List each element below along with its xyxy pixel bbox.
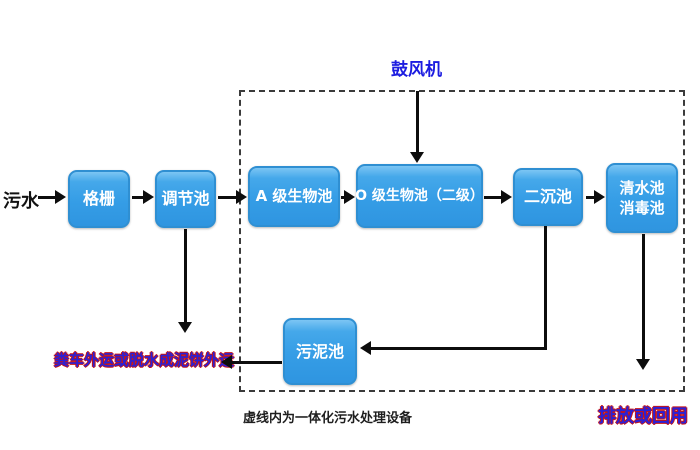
secondary-sedimentation-label: 二沉池: [523, 187, 572, 207]
process-box-o-bio-tank: O 级生物池（二级）: [355, 164, 484, 228]
arrowhead-regulating-down: [178, 322, 192, 333]
process-box-regulating-tank: 调节池: [155, 170, 216, 228]
blower-label: 鼓风机: [391, 60, 442, 80]
arrow-a-bio-to-o-bio: [341, 196, 345, 199]
arrow-secondary-to-sludge-vertical: [544, 226, 547, 350]
arrow-grille-to-regulating: [132, 196, 144, 199]
discharge-reuse-label: 排放或回用: [598, 406, 688, 427]
integrated-equipment-boundary: [239, 90, 685, 392]
arrow-sludge-to-disposal: [232, 361, 282, 364]
arrow-influent-to-grille: [38, 196, 56, 199]
arrow-regulating-to-a-bio: [218, 196, 237, 199]
arrowhead-secondary-to-clear-water: [594, 190, 605, 204]
o-bio-tank-label: O 级生物池（二级）: [355, 187, 484, 204]
arrow-clear-water-to-discharge: [642, 234, 645, 360]
arrowhead-clear-water-to-discharge: [636, 359, 650, 370]
arrowhead-grille-to-regulating: [143, 190, 154, 204]
arrow-o-bio-to-secondary: [484, 196, 502, 199]
arrowhead-blower-to-o-bio: [410, 152, 424, 163]
regulating-tank-label: 调节池: [161, 189, 210, 209]
process-box-grille: 格栅: [68, 170, 130, 228]
a-bio-tank-label: A 级生物池: [255, 187, 333, 206]
sludge-tank-label: 污泥池: [295, 341, 344, 361]
arrowhead-influent-to-grille: [55, 190, 66, 204]
clear-water-label: 清水池: [619, 178, 665, 197]
arrowhead-secondary-to-sludge: [360, 341, 371, 355]
arrowhead-sludge-to-disposal: [221, 355, 232, 369]
arrow-blower-to-o-bio: [416, 91, 419, 153]
process-box-sludge-tank: 污泥池: [283, 318, 357, 385]
process-box-clear-water-disinfection-tank: 清水池 消毒池: [606, 163, 678, 233]
disinfection-label: 消毒池: [619, 199, 665, 217]
process-box-a-bio-tank: A 级生物池: [248, 166, 340, 227]
arrow-regulating-down: [184, 229, 187, 323]
sludge-disposal-label: 粪车外运或脱水成泥饼外运: [54, 351, 235, 369]
process-box-secondary-sedimentation-tank: 二沉池: [513, 168, 583, 226]
influent-label: 污水: [3, 191, 39, 212]
arrow-secondary-to-sludge-horizontal: [371, 347, 546, 350]
grille-label: 格栅: [82, 189, 115, 209]
boundary-caption: 虚线内为一体化污水处理设备: [243, 411, 413, 426]
arrowhead-regulating-to-a-bio: [236, 190, 247, 204]
arrow-secondary-to-clear-water: [586, 196, 595, 199]
arrowhead-a-bio-to-o-bio: [344, 190, 355, 204]
arrowhead-o-bio-to-secondary: [501, 190, 512, 204]
